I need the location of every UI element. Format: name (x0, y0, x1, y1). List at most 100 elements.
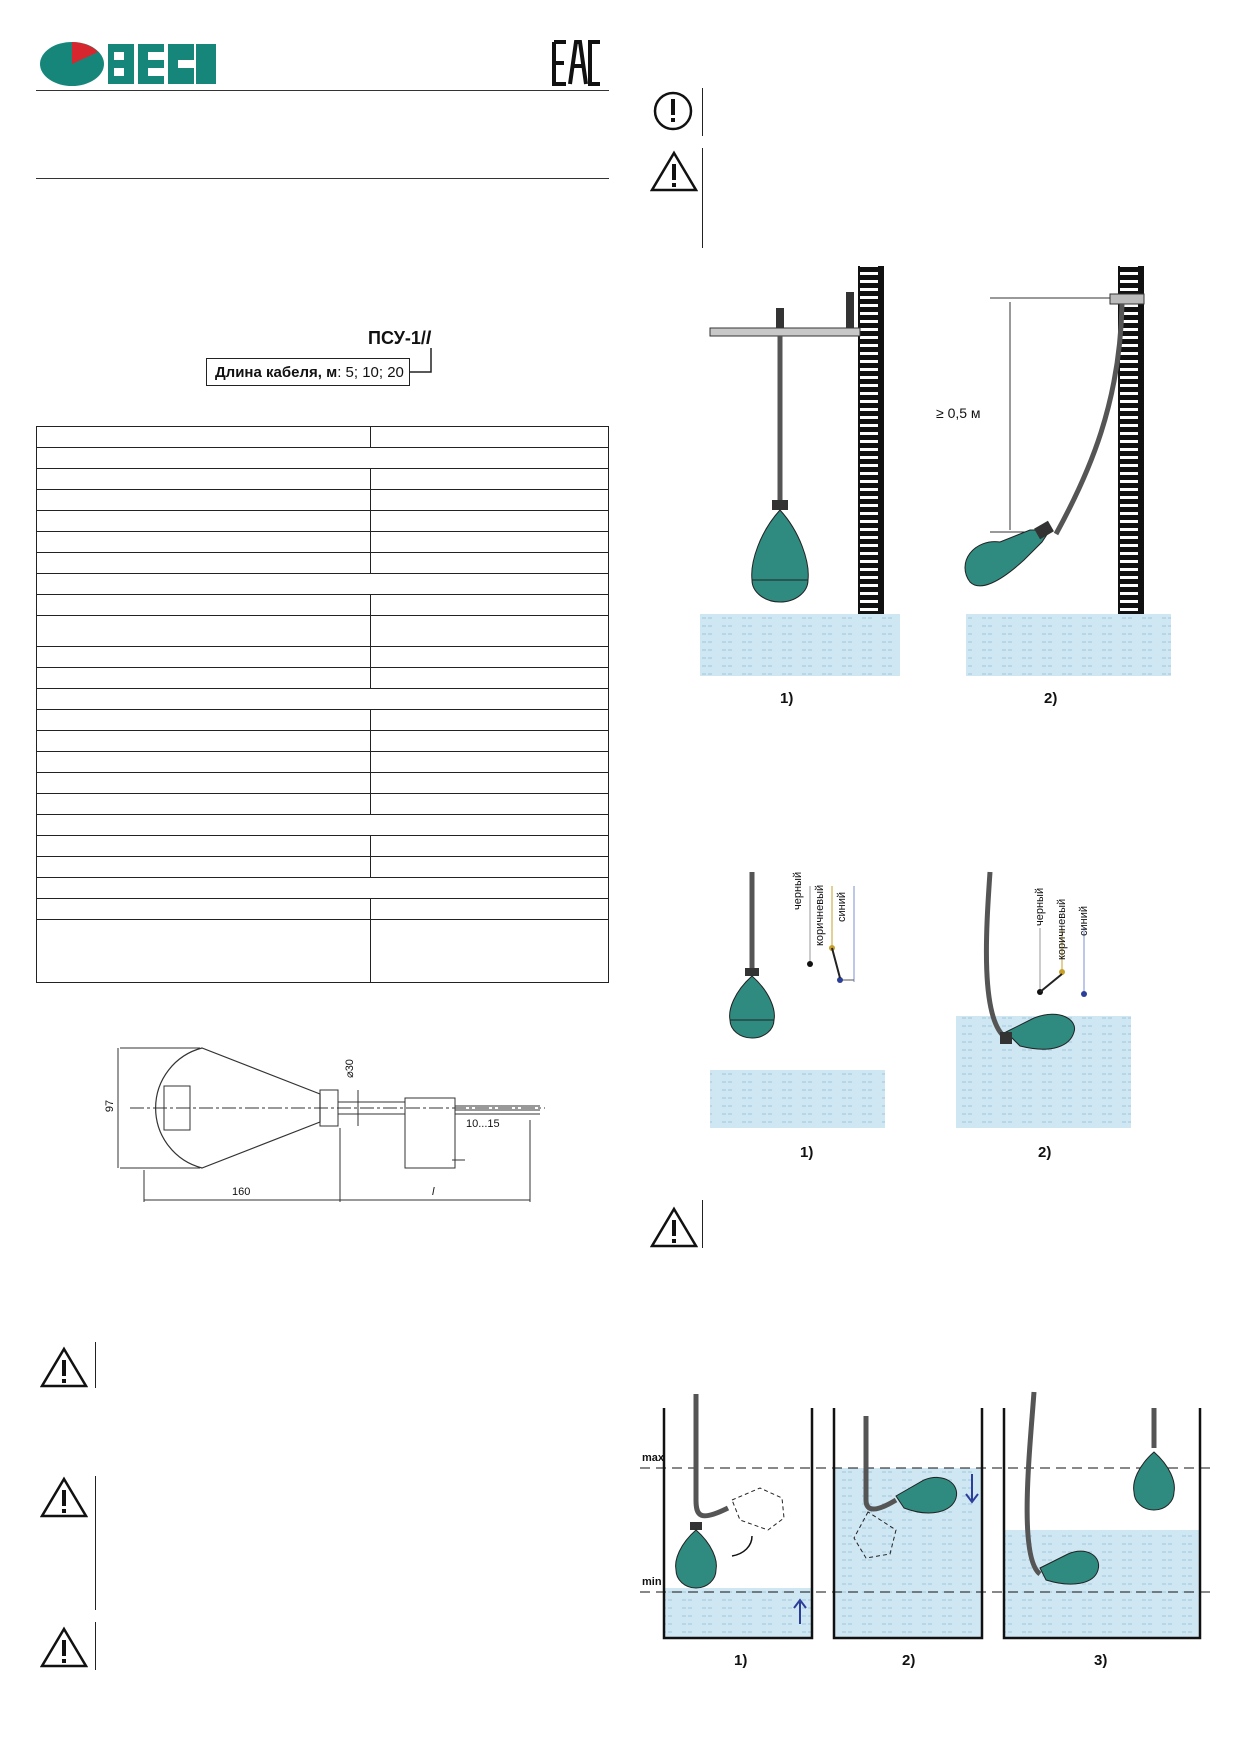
table-cell (36, 730, 371, 752)
table-cell (36, 552, 371, 574)
distance-label: ≥ 0,5 м (936, 405, 981, 421)
table-cell (370, 793, 609, 815)
table-cell (370, 835, 609, 857)
table-cell (36, 468, 371, 490)
table-cell (370, 856, 609, 878)
warning-bar (95, 1342, 96, 1388)
table-row (36, 688, 609, 710)
table-cell (370, 594, 609, 616)
table-cell (36, 426, 371, 448)
table-row (36, 468, 609, 490)
table-row (36, 772, 609, 794)
table-cell (370, 468, 609, 490)
table-cell (36, 856, 371, 878)
table-cell (370, 667, 609, 689)
table-cell (370, 751, 609, 773)
warning-icon (40, 1626, 88, 1668)
table-row (36, 447, 609, 469)
dim-length: 160 (232, 1186, 251, 1198)
table-row (36, 510, 609, 532)
table-row (36, 667, 609, 689)
table-cell (36, 489, 371, 511)
table-cell (370, 709, 609, 731)
wire-blue-1: синий (836, 891, 848, 922)
table-row (36, 898, 609, 920)
wiring-figure (710, 871, 1131, 1128)
table-cell (36, 919, 371, 983)
dim-height: 97 (104, 1099, 117, 1113)
level-label-2: 2) (902, 1652, 916, 1669)
table-cell (370, 426, 609, 448)
warning-icon (650, 150, 698, 192)
table-cell (370, 531, 609, 553)
table-cell (36, 573, 609, 595)
mounting-figure (700, 266, 1171, 676)
table-cell (370, 646, 609, 668)
table-cell (370, 552, 609, 574)
eac-mark (552, 40, 602, 86)
dimension-drawing (117, 1047, 545, 1202)
table-cell (36, 814, 609, 836)
warning-bar (702, 148, 703, 248)
table-cell (36, 646, 371, 668)
warning-bar (702, 1200, 703, 1248)
cable-label: Длина кабеля, м (215, 364, 338, 381)
table-row (36, 709, 609, 731)
ordering-code: ПСУ-1/l (368, 328, 431, 349)
warning-bar (95, 1476, 96, 1610)
table-cell (36, 667, 371, 689)
spec-table (36, 426, 609, 983)
wire-blue-2: синий (1078, 905, 1090, 936)
level-figure (640, 1391, 1216, 1640)
table-row (36, 615, 609, 647)
wire-brown-2: коричневый (1056, 898, 1068, 960)
table-row (36, 730, 609, 752)
attention-icon (653, 91, 693, 131)
table-row (36, 835, 609, 857)
table-row (36, 594, 609, 616)
table-cell (36, 510, 371, 532)
table-cell (36, 447, 609, 469)
table-cell (370, 489, 609, 511)
title-rule (36, 178, 609, 179)
table-cell (36, 615, 371, 647)
table-cell (36, 793, 371, 815)
level-max: max (642, 1452, 665, 1464)
table-row (36, 919, 609, 983)
table-cell (36, 531, 371, 553)
table-row (36, 489, 609, 511)
warning-icon (40, 1346, 88, 1388)
level-min: min (642, 1576, 662, 1588)
code-connector (410, 348, 432, 373)
warning-icon (40, 1476, 88, 1518)
table-cell (370, 898, 609, 920)
table-row (36, 877, 609, 899)
mount-label-2: 2) (1044, 690, 1058, 707)
table-cell (370, 730, 609, 752)
table-cell (36, 709, 371, 731)
table-cell (370, 615, 609, 647)
wire-black-1: черный (792, 871, 804, 910)
table-row (36, 856, 609, 878)
dim-cable: l (432, 1186, 435, 1198)
warning-bar (95, 1622, 96, 1670)
table-row (36, 552, 609, 574)
wire-black-2: черный (1034, 887, 1046, 926)
table-row (36, 573, 609, 595)
cable-length-box: Длина кабеля, м: 5; 10; 20 (206, 358, 410, 386)
code-text: ПСУ-1/ (368, 328, 426, 348)
notice-bar (702, 88, 703, 136)
header-rule (36, 90, 609, 91)
table-cell (36, 772, 371, 794)
table-cell (36, 688, 609, 710)
mount-label-1: 1) (780, 690, 794, 707)
brand-logo (38, 40, 218, 88)
wire-brown-1: коричневый (814, 884, 826, 946)
level-label-1: 1) (734, 1652, 748, 1669)
table-row (36, 646, 609, 668)
table-row (36, 793, 609, 815)
table-cell (36, 898, 371, 920)
warning-icon (650, 1206, 698, 1248)
table-cell (370, 510, 609, 532)
dim-diameter: ⌀30 (343, 1059, 356, 1078)
